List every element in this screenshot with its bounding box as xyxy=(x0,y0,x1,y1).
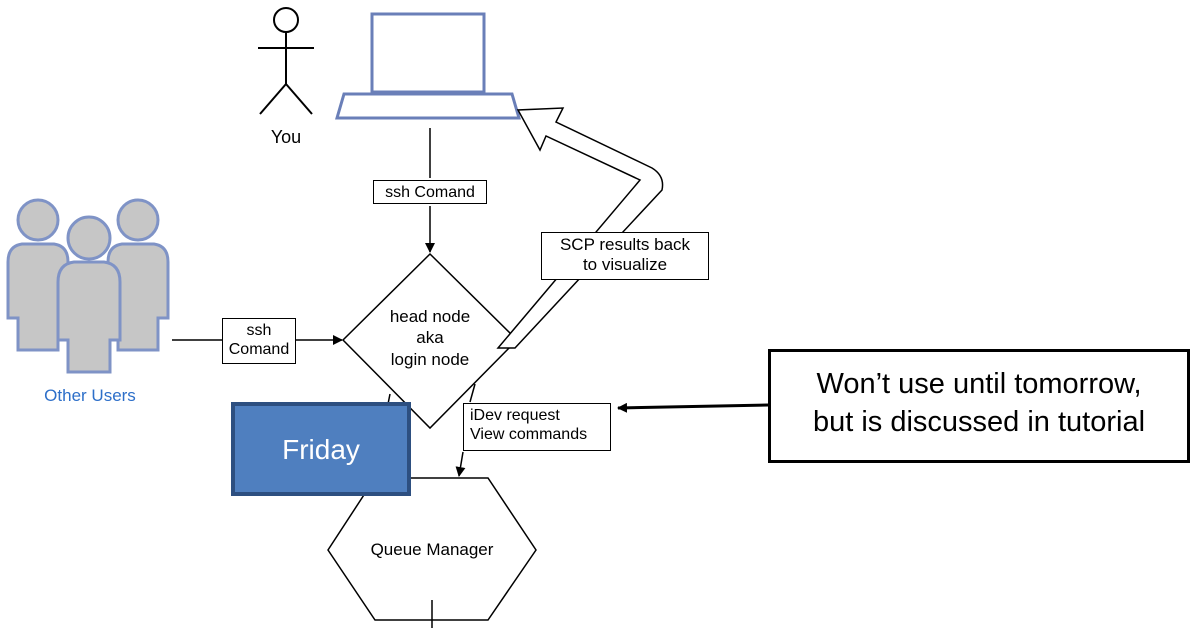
ssh-left-label: ssh Comand xyxy=(222,318,296,364)
ssh-left-line1: ssh xyxy=(246,322,272,339)
ssh-left-line2: Comand xyxy=(228,341,290,359)
head-node-line2: aka xyxy=(416,328,444,348)
scp-line2: to visualize xyxy=(582,255,668,275)
scp-label: SCP results back to visualize xyxy=(541,232,709,280)
callout-line2: but is discussed in tutorial xyxy=(812,405,1146,438)
queue-manager-label: Queue Manager xyxy=(370,540,494,559)
other-users-label: Other Users xyxy=(44,386,136,405)
head-node-label: head node aka login node xyxy=(365,306,495,370)
scp-line1: SCP results back xyxy=(559,235,691,254)
friday-box: Friday xyxy=(231,402,411,496)
callout-line1: Won’t use until tomorrow, xyxy=(816,368,1142,400)
callout-arrow xyxy=(617,402,769,413)
head-node-line1: head node xyxy=(389,307,471,326)
friday-label: Friday xyxy=(282,434,360,465)
you-label: You xyxy=(270,127,302,147)
laptop-icon xyxy=(335,12,521,120)
users-group-icon xyxy=(6,198,170,374)
person-icon xyxy=(258,7,314,115)
idev-line2: View commands xyxy=(470,426,588,444)
head-node-line3: login node xyxy=(390,349,470,369)
idev-line1: iDev request xyxy=(470,407,560,424)
callout-box: Won’t use until tomorrow, but is discuss… xyxy=(768,349,1190,463)
scp-hollow-arrow xyxy=(496,107,664,349)
head-to-queue-right-line xyxy=(469,383,476,403)
head-node-shape xyxy=(341,252,519,430)
idev-arrow xyxy=(455,451,466,477)
queue-manager-shape xyxy=(327,477,537,621)
ssh-top-label: ssh Comand xyxy=(373,180,487,204)
idev-label: iDev request View commands xyxy=(463,403,611,451)
